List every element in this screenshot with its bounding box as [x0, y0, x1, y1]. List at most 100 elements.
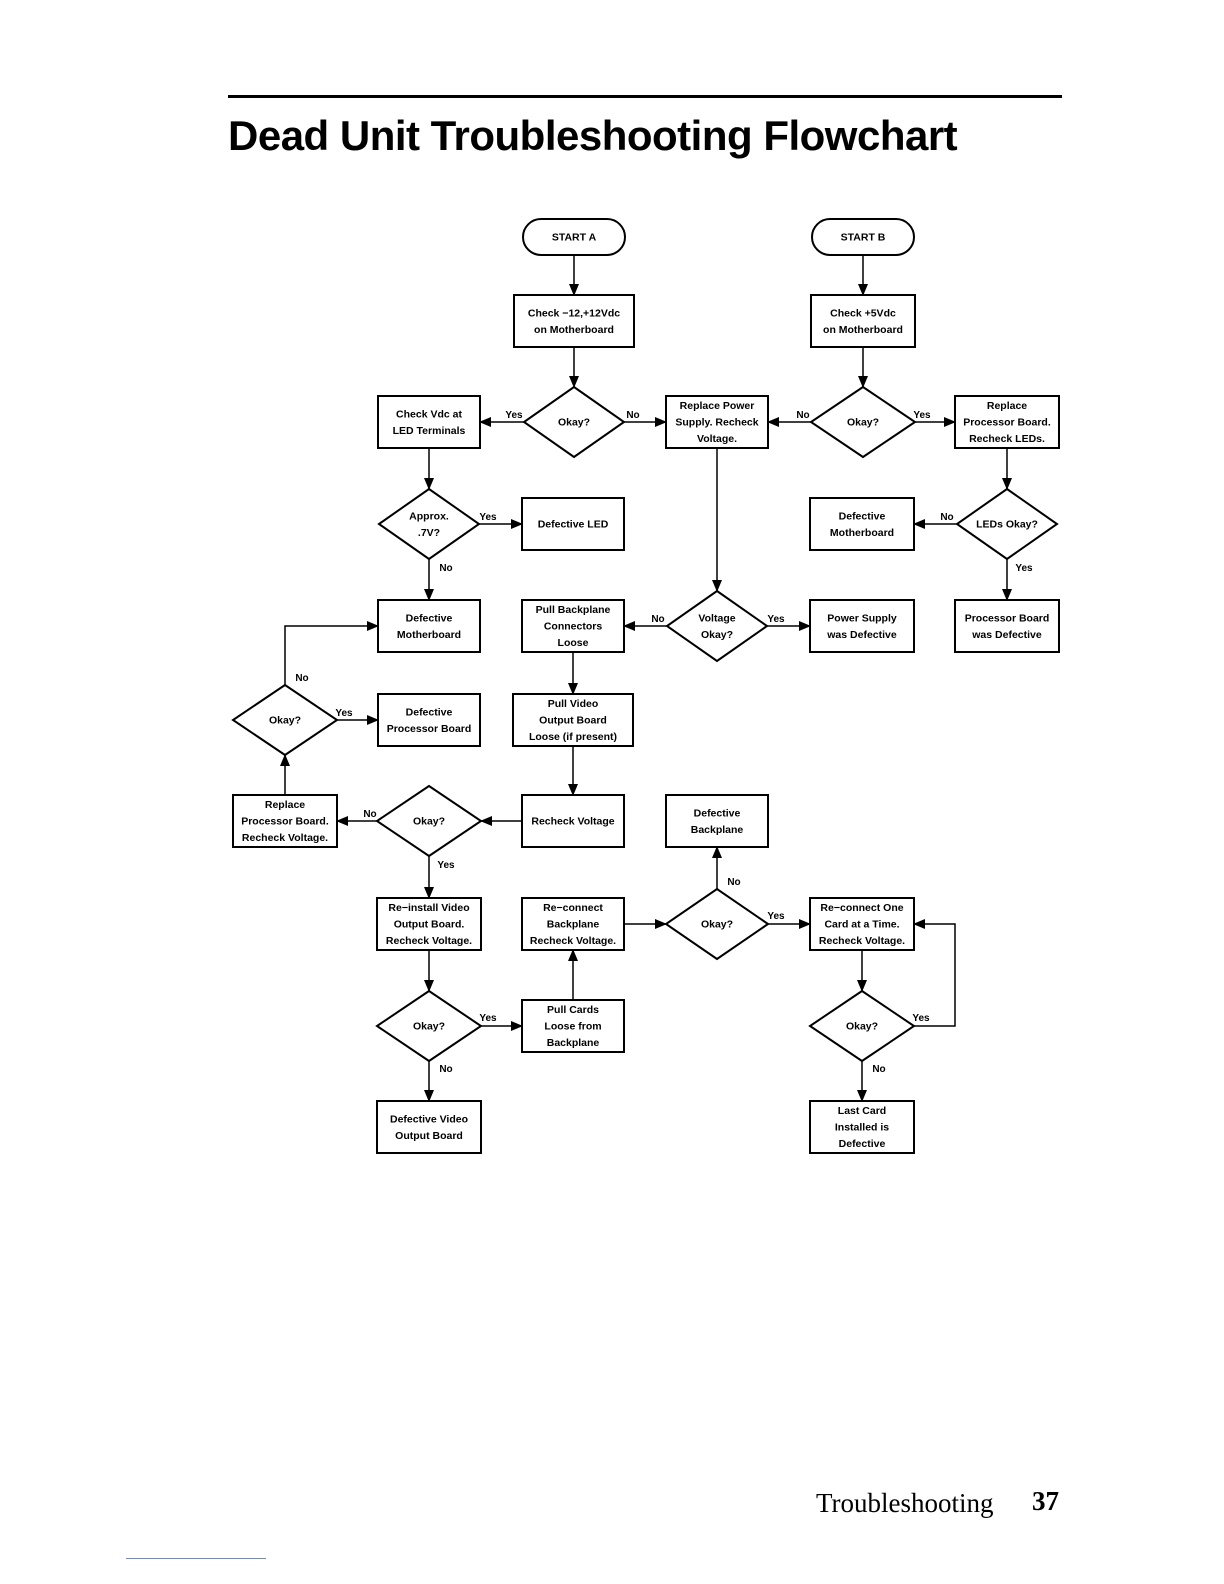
terminal-capsule — [522, 218, 626, 256]
node-okVideo: Okay? — [375, 989, 483, 1063]
process-box — [809, 1100, 915, 1154]
node-text: LED Terminals — [393, 425, 466, 437]
decision-diamond — [375, 784, 483, 858]
node-text: .7V? — [418, 527, 440, 539]
page-title: Dead Unit Troubleshooting Flowchart — [228, 112, 958, 159]
node-text: Okay? — [847, 417, 879, 429]
decision-diamond — [375, 989, 483, 1063]
node-startA: START A — [522, 218, 626, 256]
node-text: Defective — [406, 706, 453, 718]
process-box — [809, 897, 915, 951]
process-box — [376, 1100, 482, 1154]
node-text: was Defective — [826, 629, 897, 641]
node-text: Replace — [265, 799, 305, 811]
node-text: Pull Video — [548, 698, 599, 710]
node-text: Pull Backplane — [536, 604, 611, 616]
node-text: Defective — [839, 1138, 886, 1150]
node-text: Processor Board. — [241, 816, 329, 828]
node-text: Connectors — [544, 621, 603, 633]
node-text: Last Card — [838, 1105, 886, 1117]
node-text: Re−connect One — [820, 902, 903, 914]
node-text: Defective — [406, 612, 453, 624]
edge-label-okBP-yes: Yes — [767, 911, 785, 922]
edge-label-approx-yes: Yes — [479, 512, 497, 523]
node-text: Processor Board — [965, 612, 1050, 624]
node-text: Recheck Voltage. — [819, 935, 905, 947]
node-text: Defective — [694, 807, 741, 819]
node-text: Card at a Time. — [824, 919, 899, 931]
process-box — [954, 599, 1060, 653]
edge-label-okMid-no: No — [363, 809, 376, 820]
node-text: LEDs Okay? — [976, 519, 1038, 531]
edge-label-okLeft-yes: Yes — [335, 708, 353, 719]
terminal-capsule — [811, 218, 915, 256]
process-box — [377, 395, 481, 449]
node-text: Recheck Voltage — [531, 816, 614, 828]
node-text: Defective LED — [538, 519, 609, 531]
node-text: Okay? — [413, 816, 445, 828]
node-okA: Okay? — [522, 385, 626, 459]
edge-label-ledsOk-no: No — [940, 512, 953, 523]
node-startB: START B — [811, 218, 915, 256]
process-box — [809, 599, 915, 653]
process-box — [810, 294, 916, 348]
process-box — [377, 599, 481, 653]
process-box — [809, 497, 915, 551]
process-box — [521, 794, 625, 848]
node-text: START B — [841, 232, 886, 244]
node-okLeft: Okay? — [231, 683, 339, 757]
node-text: Recheck Voltage. — [242, 832, 328, 844]
process-box — [521, 599, 625, 653]
process-box — [377, 693, 481, 747]
process-box — [232, 794, 338, 848]
edge-label-okVideo-yes: Yes — [479, 1013, 497, 1024]
node-text: Motherboard — [830, 527, 894, 539]
connector-arrow — [913, 919, 956, 1027]
node-text: Power Supply — [827, 612, 897, 624]
node-text: Defective — [839, 510, 886, 522]
node-text: Voltage — [698, 612, 735, 624]
edge-label-okCard-no: No — [872, 1064, 885, 1075]
node-text: Check −12,+12Vdc — [528, 307, 620, 319]
node-ledsOk: LEDs Okay? — [955, 487, 1059, 561]
edge-label-voltOk-yes: Yes — [767, 614, 785, 625]
node-approx: Approx. .7V? — [377, 487, 481, 561]
decision-diamond — [665, 589, 769, 663]
flowchart-connectors — [280, 255, 1012, 1102]
process-box — [521, 497, 625, 551]
node-okMid: Okay? — [375, 784, 483, 858]
node-text: Installed is — [835, 1122, 889, 1134]
decision-diamond — [955, 487, 1059, 561]
node-okBP: Okay? — [664, 887, 770, 961]
edge-label-okB-yes: Yes — [913, 410, 931, 421]
node-text: Processor Board — [387, 723, 472, 735]
footer-page-number: 37 — [1032, 1486, 1059, 1516]
edge-label-okB-no: No — [796, 410, 809, 421]
bottom-divider — [126, 1558, 266, 1559]
node-text: Recheck Voltage. — [386, 935, 472, 947]
edge-label-voltOk-no: No — [651, 614, 664, 625]
process-box — [521, 999, 625, 1053]
process-box — [954, 395, 1060, 449]
edge-label-okCard-yes: Yes — [912, 1013, 930, 1024]
edge-label-okBP-no: No — [727, 877, 740, 888]
node-text: Approx. — [409, 510, 449, 522]
process-box — [512, 693, 634, 747]
node-text: Backplane — [547, 919, 600, 931]
node-okB: Okay? — [809, 385, 917, 459]
node-text: Output Board. — [394, 919, 465, 931]
edge-label-okA-no: No — [626, 410, 639, 421]
node-text: Supply. Recheck — [675, 417, 758, 429]
node-psDef: Power Supply was Defective — [809, 599, 915, 653]
